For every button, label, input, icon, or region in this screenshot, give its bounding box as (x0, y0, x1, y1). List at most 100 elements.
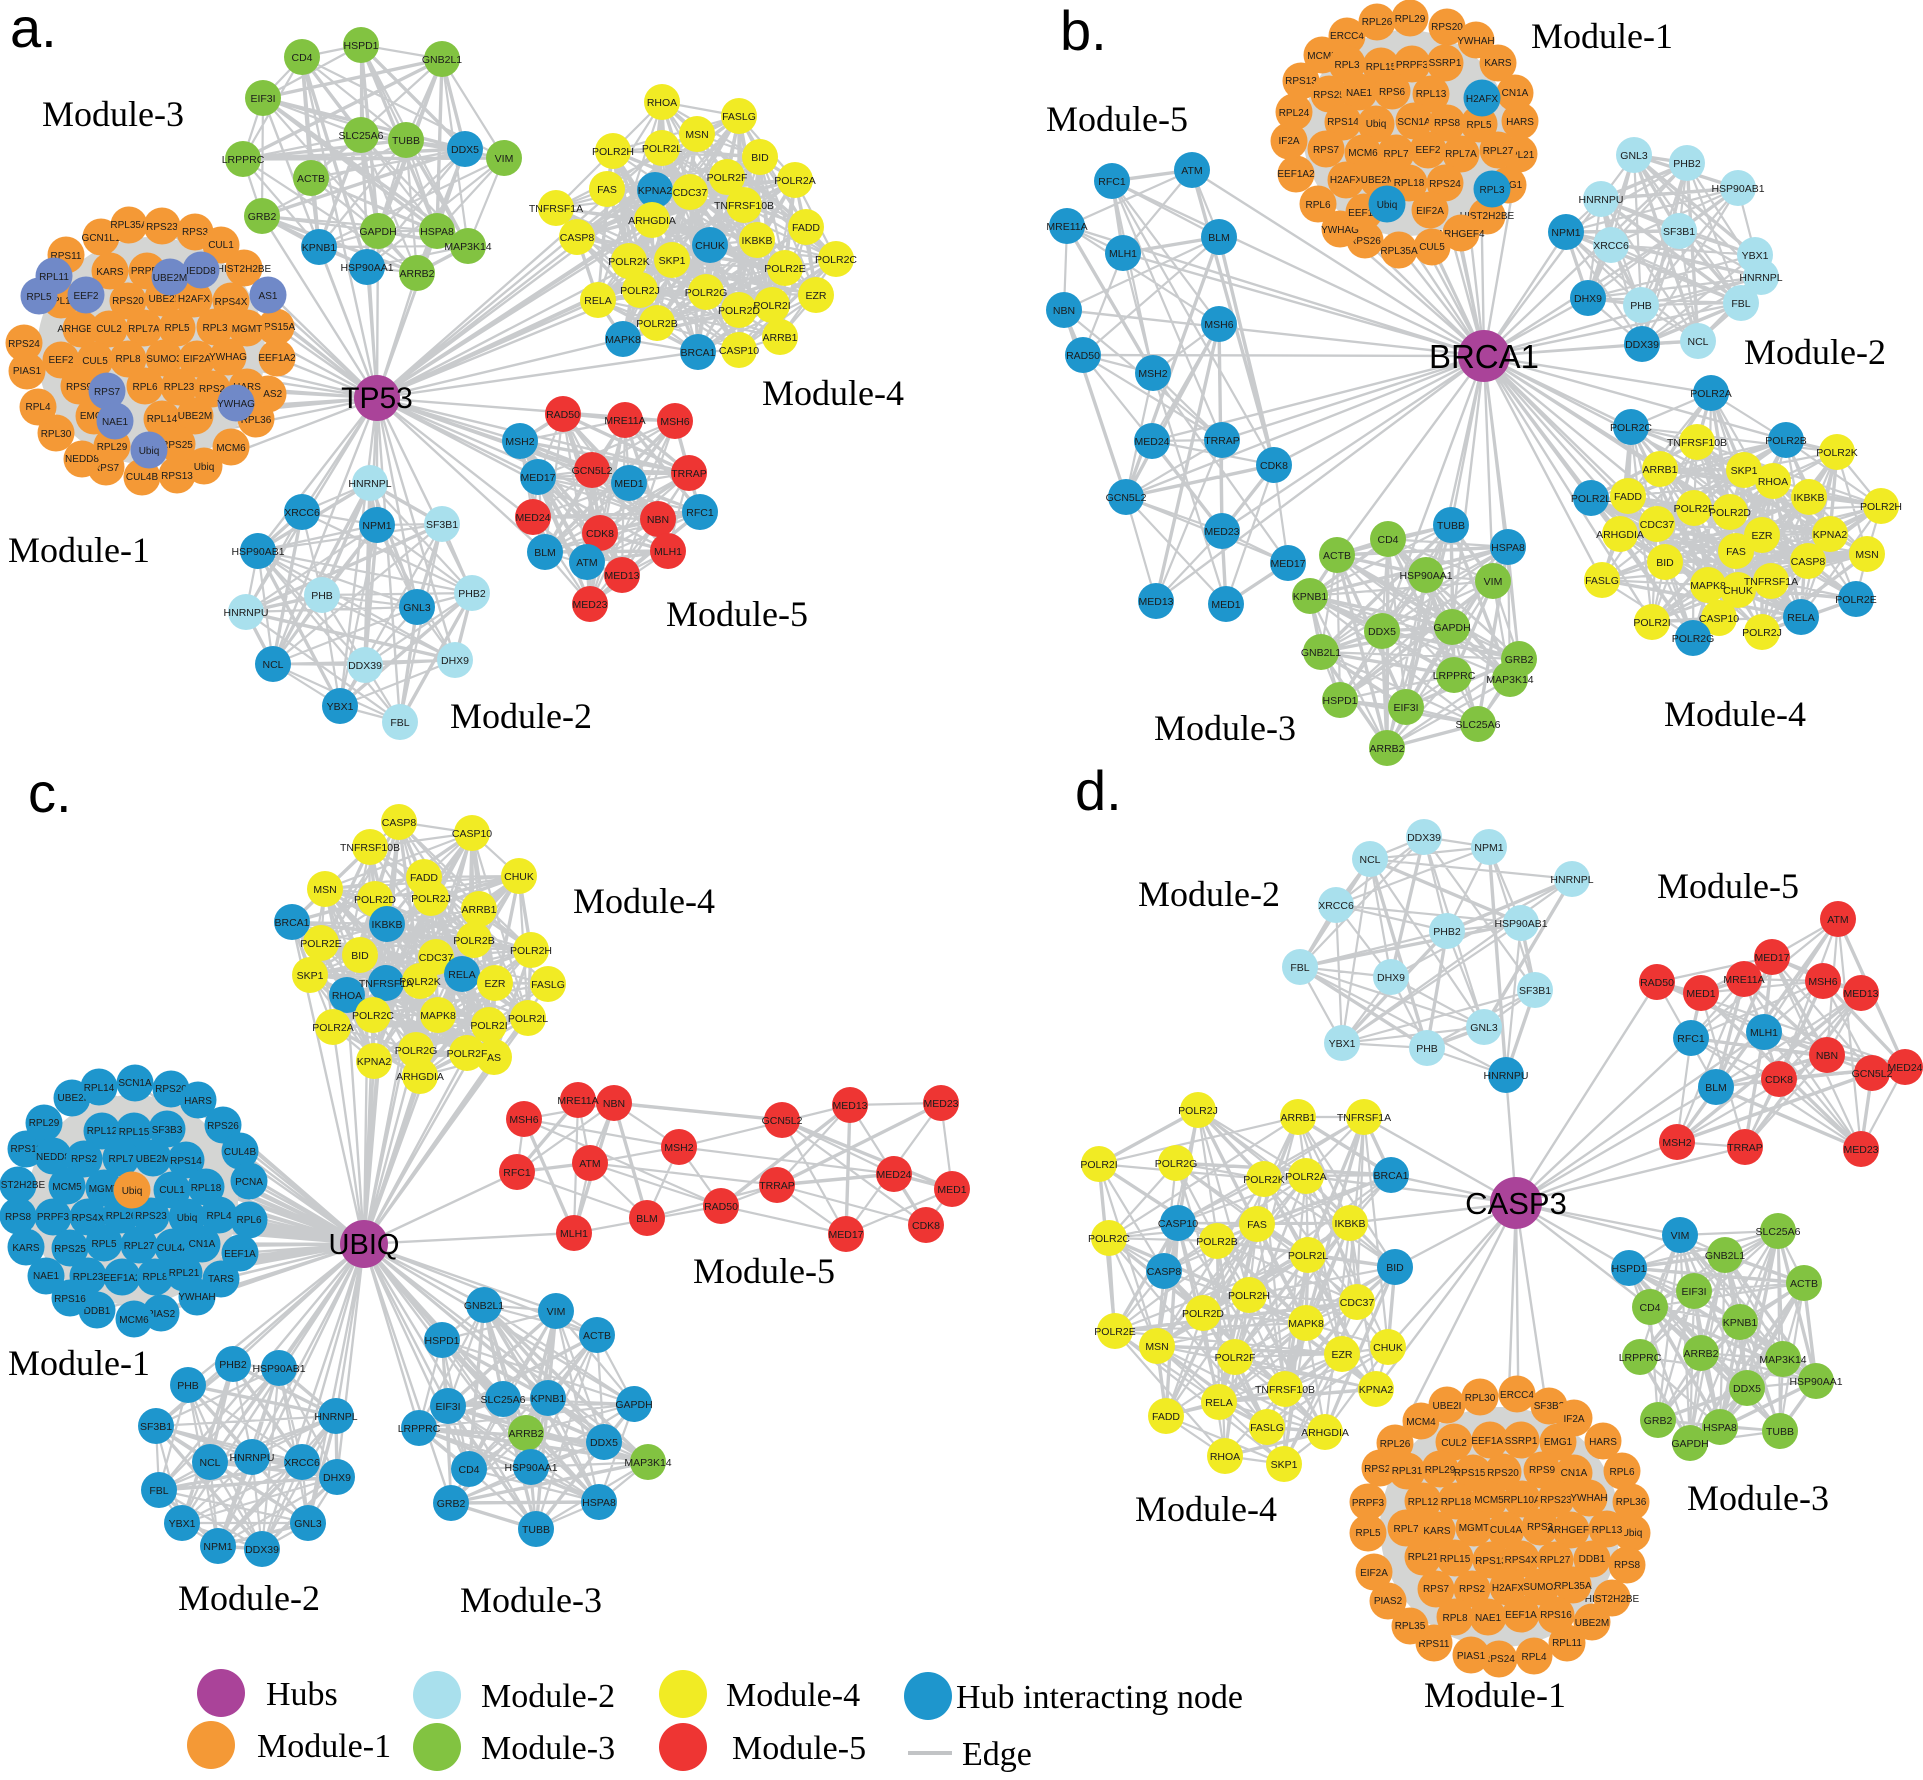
svg-text:MSH6: MSH6 (509, 1114, 538, 1126)
svg-text:MCM6: MCM6 (1348, 148, 1378, 159)
svg-text:MED24: MED24 (1134, 436, 1169, 448)
svg-text:MSH2: MSH2 (664, 1142, 693, 1154)
svg-text:EZR: EZR (1332, 1349, 1353, 1361)
svg-text:SUMO3: SUMO3 (146, 354, 182, 365)
svg-text:EIF2A: EIF2A (183, 354, 211, 365)
svg-text:CUL5: CUL5 (1419, 242, 1445, 253)
svg-text:RPL18: RPL18 (1394, 178, 1425, 189)
svg-text:GRB2: GRB2 (1644, 1415, 1673, 1427)
svg-text:MED17: MED17 (828, 1229, 863, 1241)
svg-text:EEF2: EEF2 (1415, 145, 1440, 156)
svg-text:KPNB1: KPNB1 (1293, 591, 1328, 603)
svg-text:Module-4: Module-4 (762, 373, 904, 413)
svg-text:HARS: HARS (1589, 1437, 1617, 1448)
svg-text:HARS: HARS (1506, 117, 1534, 128)
svg-text:POLR2F: POLR2F (707, 172, 748, 184)
svg-text:RPS16: RPS16 (1540, 1610, 1572, 1621)
svg-text:DHX9: DHX9 (441, 655, 469, 667)
svg-text:PHB2: PHB2 (1673, 158, 1701, 170)
svg-text:RPS11: RPS11 (1419, 1639, 1450, 1650)
svg-text:EEF2: EEF2 (48, 355, 73, 366)
svg-text:RPS24: RPS24 (1483, 1654, 1515, 1665)
svg-text:RPL4: RPL4 (1521, 1652, 1546, 1663)
svg-text:NCL: NCL (1359, 854, 1380, 866)
svg-text:POLR2J: POLR2J (1742, 627, 1782, 639)
svg-text:MED1: MED1 (1211, 599, 1240, 611)
svg-text:POLR2A: POLR2A (1285, 1171, 1326, 1183)
svg-text:RPL27: RPL27 (1483, 146, 1514, 157)
svg-text:POLR2L: POLR2L (1288, 1250, 1328, 1262)
svg-text:RPL15: RPL15 (1440, 1554, 1471, 1565)
svg-text:NEDD8: NEDD8 (65, 454, 99, 465)
svg-text:NBN: NBN (603, 1098, 625, 1110)
svg-text:XRCC6: XRCC6 (1593, 240, 1629, 252)
svg-text:POLR2H: POLR2H (1228, 1290, 1270, 1302)
svg-text:PHB: PHB (311, 590, 333, 602)
svg-text:CUL4A: CUL4A (1490, 1525, 1523, 1536)
svg-text:MCM6: MCM6 (216, 443, 246, 454)
svg-text:MAP3K14: MAP3K14 (444, 241, 491, 253)
svg-text:CASP10: CASP10 (1699, 613, 1739, 625)
svg-text:RPL35A: RPL35A (1380, 246, 1418, 257)
svg-text:IF2A: IF2A (1563, 1414, 1584, 1425)
svg-text:MCM5: MCM5 (52, 1182, 82, 1193)
svg-text:RPS23: RPS23 (1540, 1495, 1572, 1506)
svg-text:EEF1A: EEF1A (1505, 1610, 1537, 1621)
svg-text:HSP90AB1: HSP90AB1 (1711, 183, 1764, 195)
svg-text:YWHAG: YWHAG (1321, 225, 1359, 236)
svg-text:RPS4X: RPS4X (215, 297, 248, 308)
svg-text:MED1: MED1 (614, 478, 643, 490)
svg-text:TRRAP: TRRAP (759, 1180, 795, 1192)
svg-text:LRPPRC: LRPPRC (1433, 670, 1476, 682)
svg-text:VIM: VIM (1484, 576, 1503, 588)
svg-text:BLM: BLM (1705, 1082, 1727, 1094)
svg-text:IKBKB: IKBKB (1335, 1218, 1366, 1230)
svg-text:RPL5: RPL5 (91, 1239, 116, 1250)
svg-text:POLR2A: POLR2A (312, 1022, 353, 1034)
svg-text:AS: AS (487, 1052, 501, 1064)
svg-text:RPS26: RPS26 (207, 1121, 239, 1132)
svg-text:Ubiq: Ubiq (139, 446, 160, 457)
svg-text:RPS7: RPS7 (1423, 1584, 1450, 1595)
svg-text:RAD50: RAD50 (704, 1201, 738, 1213)
svg-text:POLR2L: POLR2L (508, 1013, 548, 1025)
svg-text:SLC25A6: SLC25A6 (481, 1394, 526, 1406)
svg-text:PRPF3: PRPF3 (1396, 60, 1429, 71)
svg-text:Module-3: Module-3 (1687, 1478, 1829, 1518)
svg-text:MED17: MED17 (1270, 558, 1305, 570)
svg-text:FADD: FADD (1614, 491, 1642, 503)
svg-text:Ubiq: Ubiq (1366, 119, 1387, 130)
svg-text:ARHGDIA: ARHGDIA (628, 215, 676, 227)
svg-text:RPL26: RPL26 (106, 1211, 137, 1222)
svg-text:YWHAH: YWHAH (1570, 1493, 1607, 1504)
svg-text:VIM: VIM (495, 153, 514, 165)
svg-text:HSPA8: HSPA8 (582, 1497, 616, 1509)
svg-text:RELA: RELA (1787, 612, 1814, 624)
svg-text:SSRP1: SSRP1 (1429, 58, 1462, 69)
svg-text:MSN: MSN (685, 129, 708, 141)
svg-text:Module-2: Module-2 (481, 1678, 615, 1715)
svg-text:EEF1A2: EEF1A2 (258, 353, 296, 364)
svg-text:RPS7: RPS7 (93, 463, 120, 474)
svg-text:UBE2M: UBE2M (178, 411, 212, 422)
svg-text:GCN1L1: GCN1L1 (82, 233, 121, 244)
svg-text:POLR2D: POLR2D (1182, 1308, 1224, 1320)
svg-text:RPL29: RPL29 (29, 1118, 60, 1129)
svg-text:ARRB1: ARRB1 (1642, 464, 1677, 476)
svg-text:RPL6: RPL6 (132, 382, 157, 393)
svg-text:TUBB: TUBB (522, 1524, 550, 1536)
svg-text:RHOA: RHOA (647, 97, 677, 109)
svg-text:HSP90AA1: HSP90AA1 (1789, 1376, 1842, 1388)
svg-text:RPS20: RPS20 (155, 1084, 187, 1095)
svg-text:CUL1: CUL1 (208, 240, 234, 251)
svg-text:PIAS2: PIAS2 (1374, 1596, 1403, 1607)
svg-text:CDK8: CDK8 (1260, 460, 1288, 472)
svg-text:Module-1: Module-1 (257, 1728, 391, 1765)
svg-text:TRRAP: TRRAP (1204, 435, 1240, 447)
svg-text:NCL: NCL (1687, 336, 1708, 348)
svg-text:RPS14: RPS14 (1327, 117, 1359, 128)
svg-text:a.: a. (10, 0, 57, 59)
svg-text:RPL4: RPL4 (25, 402, 50, 413)
svg-text:RPL18: RPL18 (191, 1183, 222, 1194)
svg-text:POLR2D: POLR2D (718, 305, 760, 317)
